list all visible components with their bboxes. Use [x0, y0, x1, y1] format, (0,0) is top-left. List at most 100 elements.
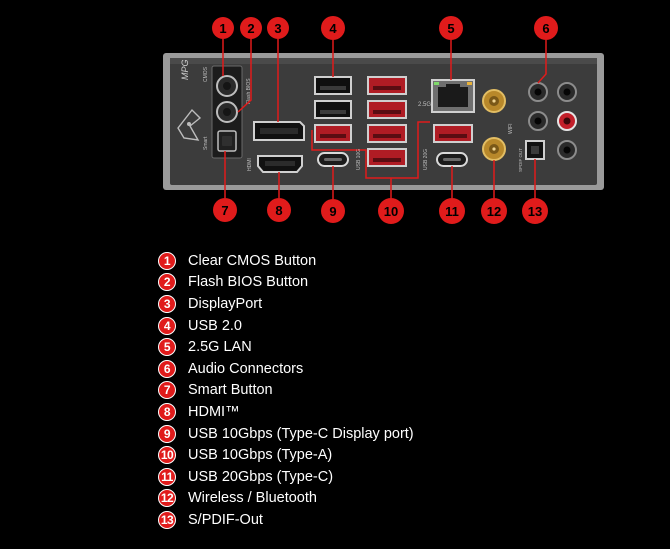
- callout-5: 5: [439, 16, 463, 40]
- callout-7: 7: [213, 198, 237, 222]
- legend-label: Smart Button: [188, 382, 273, 399]
- callout-leader-lines: [222, 39, 547, 199]
- audio-jack-1: [528, 82, 548, 102]
- smart-label: Smart: [203, 136, 209, 150]
- audio-jack-2: [557, 82, 577, 102]
- audio-jack-4-mic: [557, 111, 577, 131]
- legend-label: S/PDIF-Out: [188, 511, 263, 528]
- usb10g-group-bracket: [311, 121, 430, 179]
- legend-label: Wireless / Bluetooth: [188, 490, 317, 507]
- legend-label: DisplayPort: [188, 295, 263, 312]
- legend-badge: 13: [158, 510, 176, 529]
- legend-item-usb10g-type-c: 9 USB 10Gbps (Type-C Display port): [158, 423, 414, 445]
- legend-badge: 10: [158, 446, 176, 465]
- svg-text:8: 8: [275, 203, 282, 218]
- usb2-port-top: [314, 76, 352, 95]
- cmos-label: CMOS: [203, 66, 209, 82]
- legend-item-smart-button: 7 Smart Button: [158, 380, 414, 402]
- legend-label: USB 10Gbps (Type-C Display port): [188, 425, 414, 442]
- svg-text:11: 11: [445, 204, 459, 219]
- wifi-antenna-connector-bottom: [482, 137, 506, 161]
- smart-button: [217, 130, 237, 152]
- callout-3: 3: [267, 17, 289, 39]
- callout-9: 9: [321, 199, 345, 223]
- io-shield-inner-top: [170, 58, 597, 64]
- callout-10: 10: [378, 198, 404, 224]
- legend-item-flash-bios: 2 Flash BIOS Button: [158, 272, 414, 294]
- legend-label: USB 10Gbps (Type-A): [188, 447, 333, 464]
- usb20g-type-a-port: [433, 124, 473, 143]
- callout-4: 4: [321, 16, 345, 40]
- svg-text:7: 7: [221, 203, 228, 218]
- legend-badge: 7: [158, 381, 176, 400]
- usb20g-type-c-port: [436, 152, 468, 167]
- legend-badge: 11: [158, 467, 176, 486]
- spdif-label: SPDIF OUT: [518, 148, 523, 172]
- svg-text:4: 4: [329, 21, 337, 36]
- legend-badge: 2: [158, 273, 176, 292]
- svg-text:5: 5: [447, 21, 454, 36]
- brand-text: MPG: [180, 59, 190, 80]
- callout-8: 8: [267, 198, 291, 222]
- legend-badge: 4: [158, 316, 176, 335]
- legend-label: USB 20Gbps (Type-C): [188, 468, 334, 485]
- legend-badge: 1: [158, 251, 176, 270]
- svg-text:9: 9: [329, 204, 336, 219]
- usb10g-port-col2-1: [367, 76, 407, 95]
- legend-label: USB 2.0: [188, 317, 242, 334]
- legend-badge: 5: [158, 338, 176, 357]
- audio-jack-5: [557, 140, 577, 160]
- wifi-label: WIFI: [508, 123, 514, 134]
- legend-item-usb20g-type-c: 11 USB 20Gbps (Type-C): [158, 466, 414, 488]
- legend-item-usb2: 4 USB 2.0: [158, 315, 414, 337]
- displayport-connector: [253, 121, 305, 141]
- port-legend: 1 Clear CMOS Button 2 Flash BIOS Button …: [158, 250, 414, 531]
- legend-label: 2.5G LAN: [188, 339, 252, 356]
- legend-item-audio: 6 Audio Connectors: [158, 358, 414, 380]
- hdmi-label: HDMI: [247, 158, 253, 171]
- callout-11: 11: [439, 198, 465, 224]
- dragon-logo-icon: [177, 108, 202, 141]
- legend-label: HDMI™: [188, 403, 240, 420]
- flash-bios-button: [216, 101, 238, 123]
- callout-13: 13: [522, 198, 548, 224]
- flash-bios-label: Flash BIOS: [246, 78, 252, 104]
- audio-jack-3: [528, 111, 548, 131]
- lan-port: [431, 79, 475, 113]
- svg-text:2: 2: [247, 21, 254, 36]
- callout-2: 2: [240, 17, 262, 39]
- legend-item-displayport: 3 DisplayPort: [158, 293, 414, 315]
- legend-label: Audio Connectors: [188, 360, 304, 377]
- legend-item-clear-cmos: 1 Clear CMOS Button: [158, 250, 414, 272]
- legend-item-usb10g-type-a: 10 USB 10Gbps (Type-A): [158, 444, 414, 466]
- clear-cmos-button: [216, 75, 238, 97]
- svg-text:6: 6: [542, 21, 549, 36]
- callout-6: 6: [534, 16, 558, 40]
- usb10g-port-col2-4: [367, 148, 407, 167]
- legend-badge: 9: [158, 424, 176, 443]
- usb10g-port-col2-2: [367, 100, 407, 119]
- legend-label: Flash BIOS Button: [188, 274, 309, 291]
- svg-text:10: 10: [384, 204, 398, 219]
- svg-text:1: 1: [219, 21, 226, 36]
- legend-badge: 6: [158, 359, 176, 378]
- callout-1: 1: [212, 17, 234, 39]
- legend-item-spdif: 13 S/PDIF-Out: [158, 509, 414, 531]
- usb20g-label: USB 20G: [423, 149, 429, 170]
- legend-badge: 12: [158, 489, 176, 508]
- usb-c-display-port: [317, 152, 349, 167]
- legend-badge: 8: [158, 402, 176, 421]
- svg-text:3: 3: [274, 21, 281, 36]
- usb10g-label: USB 10G: [356, 149, 362, 170]
- usb10g-port-left: [314, 124, 352, 143]
- svg-text:12: 12: [487, 204, 501, 219]
- legend-item-hdmi: 8 HDMI™: [158, 401, 414, 423]
- spdif-optical-port: [525, 140, 545, 160]
- svg-text:13: 13: [528, 204, 542, 219]
- hdmi-connector: [257, 155, 303, 173]
- usb2-port-bottom: [314, 100, 352, 119]
- legend-badge: 3: [158, 294, 176, 313]
- lan-speed-label: 2.5G: [418, 102, 431, 108]
- legend-item-lan: 5 2.5G LAN: [158, 336, 414, 358]
